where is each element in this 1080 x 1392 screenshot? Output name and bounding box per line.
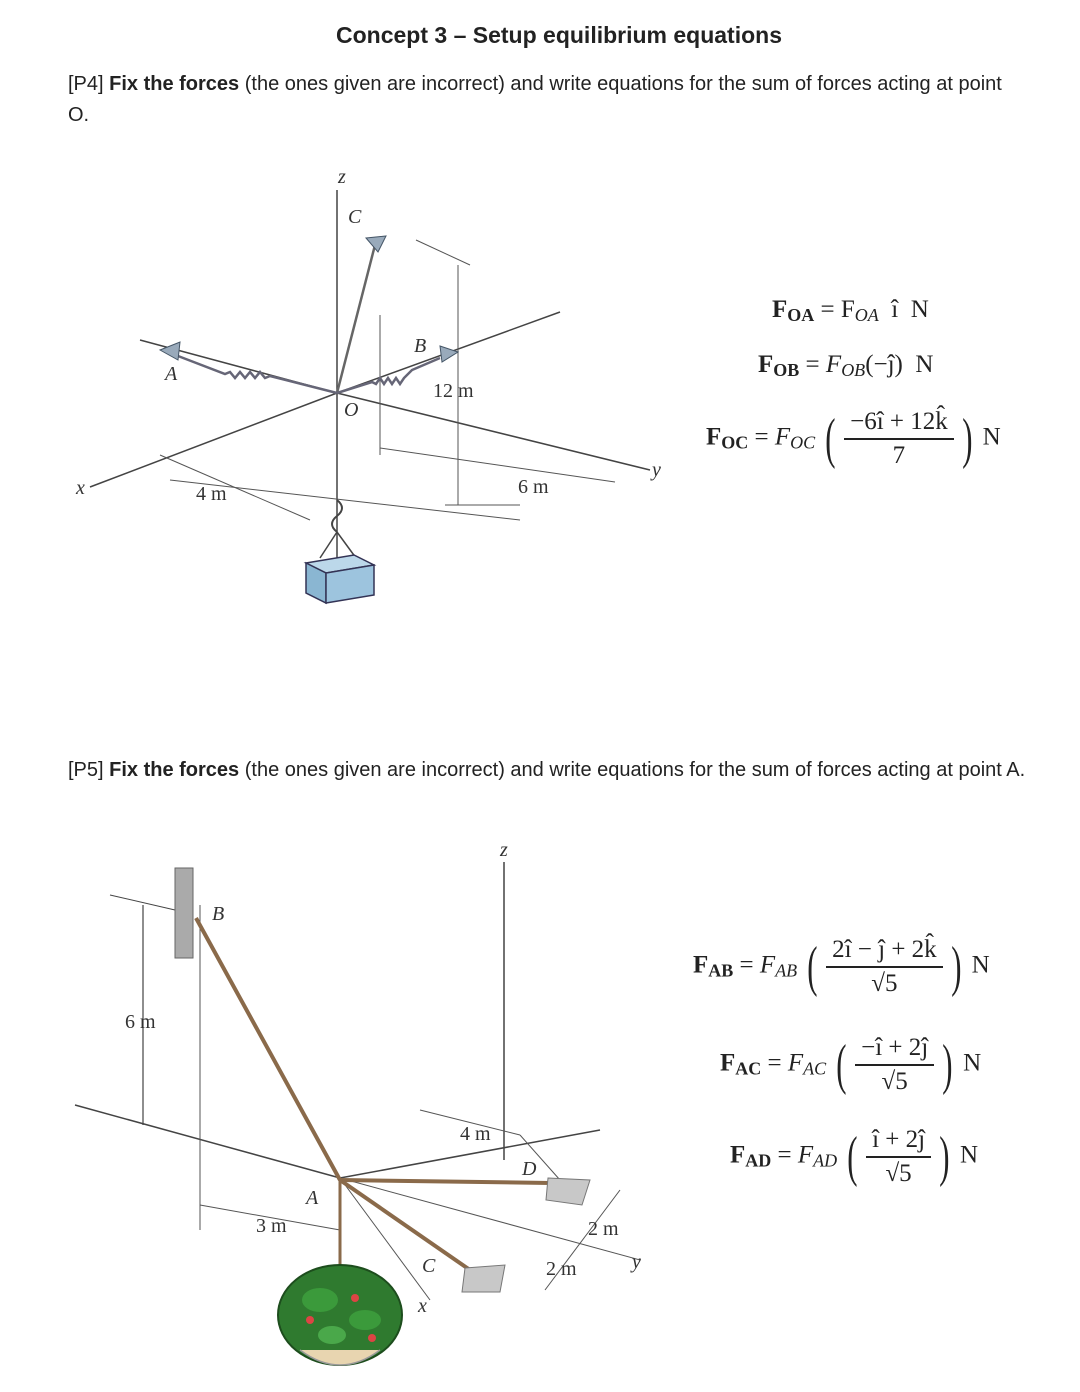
equation-foa: FOA = FOA î N	[772, 296, 929, 325]
page-title: Concept 3 – Setup equilibrium equations	[336, 22, 782, 48]
equation-fac: FAC = FAC (−î + 2ĵ√5) N	[720, 1034, 982, 1096]
problem-p5-statement: [P5] Fix the forces (the ones given are …	[68, 755, 1028, 786]
problem-emphasis: Fix the forces	[109, 73, 240, 95]
dimension-6m: 6 m	[518, 476, 549, 498]
label-y: y	[630, 1251, 641, 1273]
dimension-4m: 4 m	[460, 1123, 491, 1145]
label-C: C	[348, 206, 362, 228]
label-O: O	[344, 399, 358, 421]
label-z: z	[499, 839, 508, 861]
label-z: z	[337, 166, 346, 188]
p4-figure: z C B A O x y 12 m 4 m 6 m	[75, 166, 661, 605]
dimension-2m-lower: 2 m	[546, 1258, 577, 1280]
problem-text: (the ones given are incorrect) and write…	[68, 73, 1002, 126]
label-B: B	[414, 335, 426, 357]
problem-tag: [P4]	[68, 73, 104, 95]
dimension-3m: 3 m	[256, 1215, 287, 1237]
label-C: C	[422, 1255, 436, 1277]
label-A: A	[304, 1187, 319, 1209]
label-x: x	[417, 1295, 427, 1317]
equation-fad: FAD = FAD (î + 2ĵ√5) N	[730, 1126, 979, 1188]
dimension-2m-upper: 2 m	[588, 1218, 619, 1240]
label-A: A	[163, 363, 178, 385]
problem-p4-statement: [P4] Fix the forces (the ones given are …	[68, 69, 1028, 131]
dimension-6m: 6 m	[125, 1011, 156, 1033]
dimension-4m: 4 m	[196, 483, 227, 505]
label-x: x	[75, 477, 85, 499]
problem-emphasis: Fix the forces	[109, 759, 240, 781]
problem-text: (the ones given are incorrect) and write…	[239, 759, 1026, 781]
dimension-12m: 12 m	[433, 380, 474, 402]
label-D: D	[521, 1158, 537, 1180]
label-y: y	[650, 459, 661, 481]
equation-fab: FAB = FAB (2î − ĵ + 2k̂√5) N	[693, 936, 990, 998]
equation-foc: FOC = FOC (−6î + 12k̂7) N	[706, 408, 1001, 470]
problem-tag: [P5]	[68, 759, 104, 781]
label-B: B	[212, 903, 224, 925]
equation-fob: FOB = FOB(−ĵ) N	[758, 351, 934, 380]
p5-figure: z B A C D x y 6 m 4 m 3 m 2 m 2 m	[74, 839, 641, 1366]
